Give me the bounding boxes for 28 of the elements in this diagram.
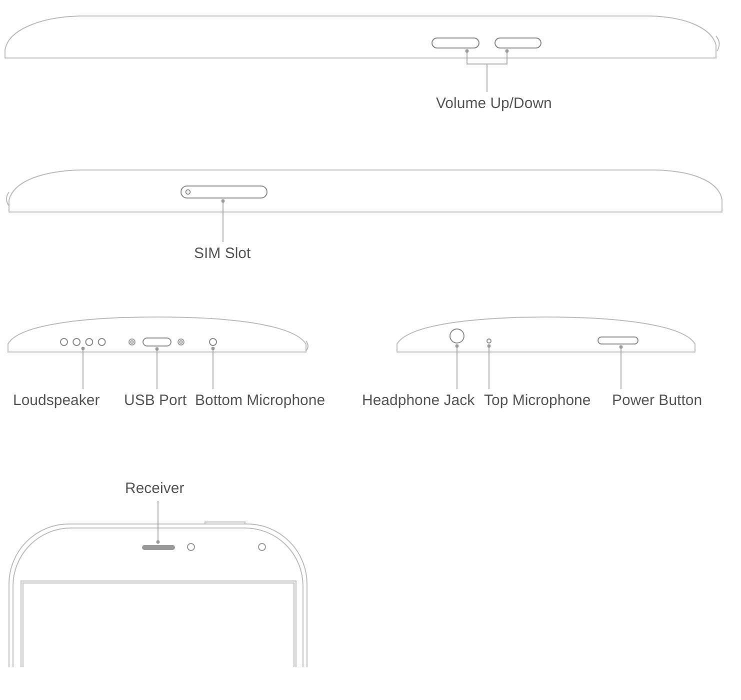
leader-line (211, 346, 215, 390)
leader-line (155, 347, 159, 390)
callout-label: Top Microphone (484, 392, 591, 410)
callout-label: Headphone Jack (362, 392, 475, 410)
earpiece-slot (142, 545, 175, 550)
leader-line (455, 344, 459, 390)
volume-button (432, 38, 480, 48)
usb-port (142, 338, 172, 346)
callout-label: Power Button (612, 392, 702, 410)
leader-line (486, 49, 509, 92)
leader-line (156, 500, 160, 544)
headphone-jack (450, 328, 464, 344)
callout-label: USB Port (124, 392, 187, 410)
callout-label: Receiver (125, 480, 184, 498)
sim-card-tray (180, 186, 268, 198)
callout-label: Loudspeaker (13, 392, 100, 410)
microphone-hole (209, 338, 217, 346)
leader-line (221, 199, 225, 242)
speaker-grille (60, 338, 106, 346)
callout-label: SIM Slot (194, 245, 251, 263)
leader-line (619, 345, 623, 390)
power-button (598, 336, 638, 344)
callout-label: Volume Up/Down (436, 95, 552, 113)
microphone-hole (486, 338, 492, 344)
callout-label: Bottom Microphone (195, 392, 326, 410)
leader-line (487, 344, 491, 390)
leader-line (81, 346, 85, 390)
volume-button (494, 38, 542, 48)
